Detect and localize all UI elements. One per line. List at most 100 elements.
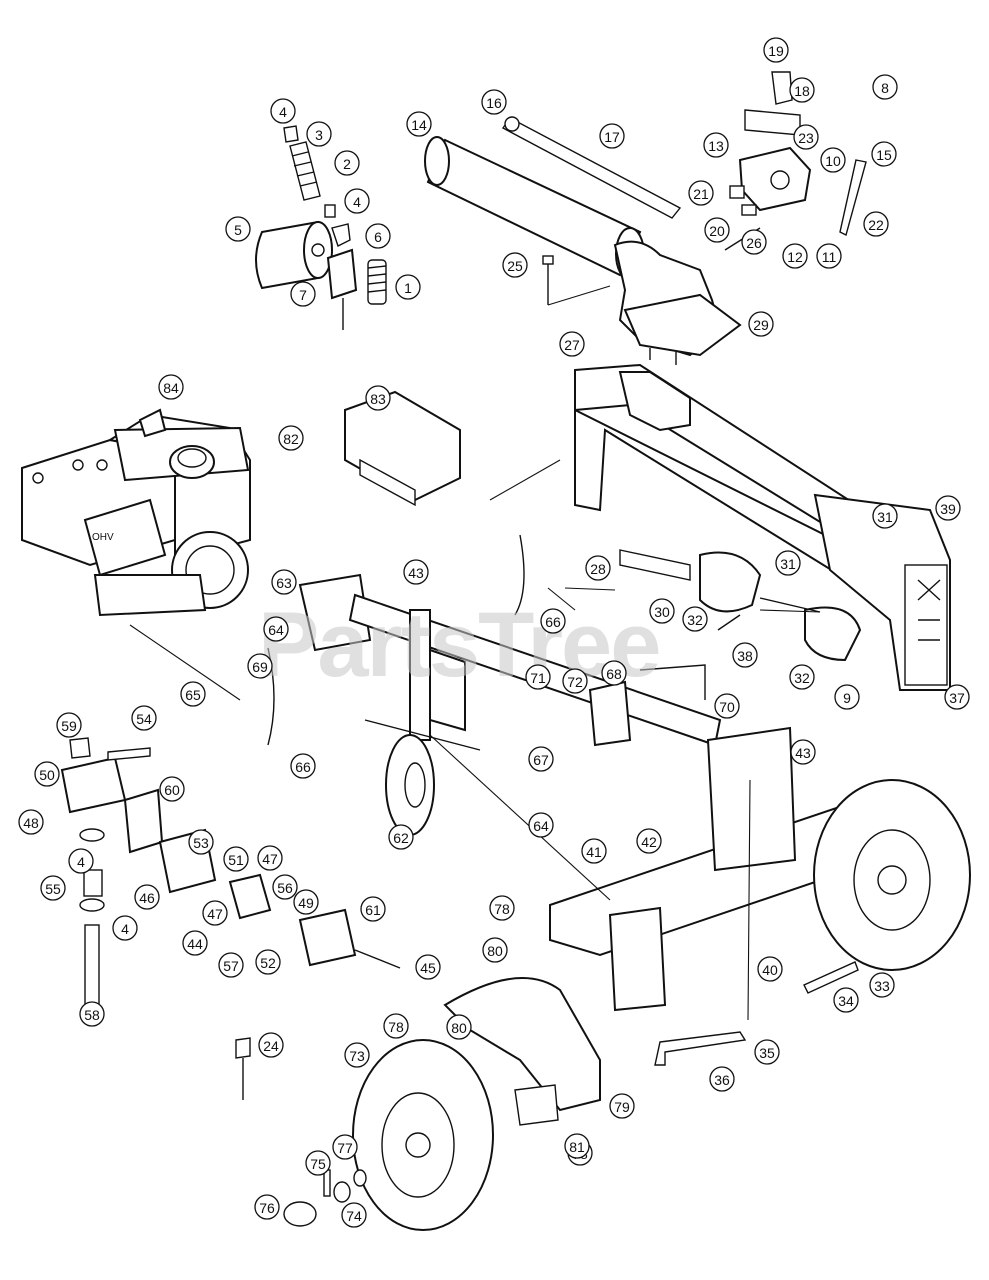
callout-circle: [562, 668, 588, 694]
callout-circle: [56, 712, 82, 738]
axle-assembly: [352, 726, 971, 1231]
callout-circle: [254, 1194, 280, 1220]
callout-circle: [528, 812, 554, 838]
callout-number: 31: [780, 556, 796, 572]
callout-number: 17: [604, 129, 620, 145]
callout-51: 51: [223, 846, 249, 872]
callout-50: 50: [34, 761, 60, 787]
callout-circle: [816, 243, 842, 269]
callout-circle: [305, 1150, 331, 1176]
callout-number: 37: [949, 690, 965, 706]
callout-number: 59: [61, 718, 77, 734]
callout-number: 39: [940, 501, 956, 517]
callout-72: 72: [562, 668, 588, 694]
callout-circle: [334, 150, 360, 176]
callout-circle: [271, 569, 297, 595]
callout-circle: [395, 274, 421, 300]
callout-4: 4: [68, 848, 94, 874]
callout-number: 70: [719, 699, 735, 715]
engine-badge: OHV: [92, 532, 114, 543]
callout-circle: [703, 132, 729, 158]
callout-number: 40: [762, 962, 778, 978]
callout-circle: [341, 1202, 367, 1228]
callout-circle: [869, 972, 895, 998]
callout-circle: [714, 693, 740, 719]
callout-number: 26: [746, 235, 762, 251]
callout-circle: [748, 311, 774, 337]
callout-number: 83: [370, 391, 386, 407]
callout-number: 72: [567, 674, 583, 690]
callout-number: 32: [794, 670, 810, 686]
callout-number: 51: [228, 852, 244, 868]
callout-78: 78: [383, 1013, 409, 1039]
callout-circle: [820, 147, 846, 173]
callout-circle: [599, 123, 625, 149]
callout-2: 2: [334, 150, 360, 176]
callout-number: 56: [277, 880, 293, 896]
callout-circle: [649, 598, 675, 624]
callout-number: 29: [753, 317, 769, 333]
callout-number: 78: [494, 901, 510, 917]
callout-48: 48: [18, 809, 44, 835]
callout-19: 19: [763, 37, 789, 63]
callout-49: 49: [293, 889, 319, 915]
callout-46: 46: [134, 884, 160, 910]
callout-7: 7: [290, 281, 316, 307]
callout-circle: [290, 281, 316, 307]
callout-circle: [202, 900, 228, 926]
callout-number: 55: [45, 881, 61, 897]
callout-circle: [688, 180, 714, 206]
callout-circle: [365, 385, 391, 411]
callout-67: 67: [528, 746, 554, 772]
callout-66: 66: [290, 753, 316, 779]
callout-12: 12: [782, 243, 808, 269]
callout-number: 6: [374, 229, 382, 245]
callout-5: 5: [225, 216, 251, 242]
callout-circle: [278, 425, 304, 451]
callout-circle: [482, 937, 508, 963]
callout-circle: [218, 952, 244, 978]
callout-68: 68: [601, 660, 627, 686]
callout-number: 42: [641, 834, 657, 850]
callout-circle: [415, 954, 441, 980]
callout-22: 22: [863, 211, 889, 237]
callout-54: 54: [131, 705, 157, 731]
callout-45: 45: [415, 954, 441, 980]
callout-number: 41: [586, 844, 602, 860]
callout-64: 64: [528, 812, 554, 838]
callout-number: 46: [139, 890, 155, 906]
callout-circle: [559, 331, 585, 357]
callout-circle: [601, 660, 627, 686]
callout-circle: [158, 374, 184, 400]
callout-circle: [834, 684, 860, 710]
callout-13: 13: [703, 132, 729, 158]
callout-number: 58: [84, 1007, 100, 1023]
callout-circle: [944, 684, 970, 710]
callout-number: 61: [365, 902, 381, 918]
callout-circle: [763, 37, 789, 63]
callout-31: 31: [872, 503, 898, 529]
callout-43: 43: [403, 559, 429, 585]
callout-30: 30: [649, 598, 675, 624]
callout-39: 39: [935, 495, 961, 521]
callout-78: 78: [489, 895, 515, 921]
callout-42: 42: [636, 828, 662, 854]
callout-number: 21: [693, 186, 709, 202]
callout-33: 33: [869, 972, 895, 998]
callout-number: 81: [569, 1139, 585, 1155]
callout-66: 66: [540, 608, 566, 634]
callout-61: 61: [360, 896, 386, 922]
callout-circle: [272, 874, 298, 900]
callout-21: 21: [688, 180, 714, 206]
callout-number: 84: [163, 380, 179, 396]
callout-6: 6: [365, 223, 391, 249]
callout-circle: [481, 89, 507, 115]
callout-number: 62: [393, 830, 409, 846]
callout-circle: [789, 77, 815, 103]
callout-number: 15: [876, 147, 892, 163]
callout-43: 43: [790, 739, 816, 765]
callout-number: 38: [737, 648, 753, 664]
callout-number: 80: [451, 1020, 467, 1036]
callout-35: 35: [754, 1039, 780, 1065]
